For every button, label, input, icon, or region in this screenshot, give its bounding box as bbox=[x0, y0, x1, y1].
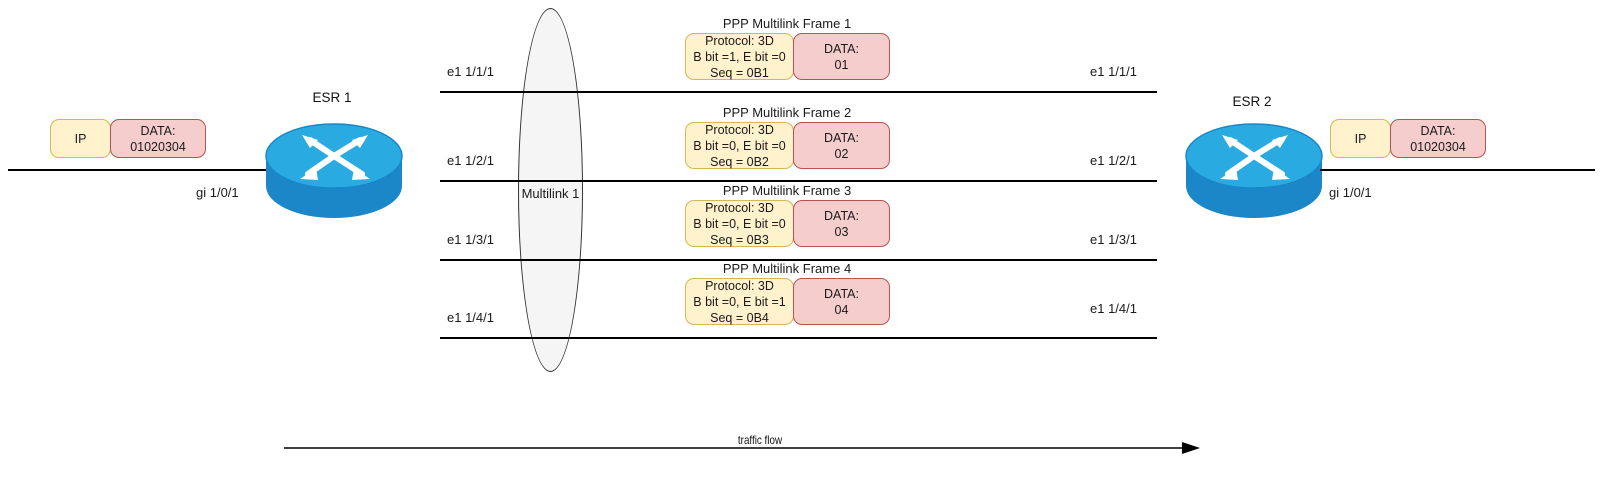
multilink-bundle-label: Multilink 1 bbox=[521, 186, 580, 201]
link-4-left-interface-label: e1 1/4/1 bbox=[447, 310, 494, 325]
link-2-left-interface-label: e1 1/2/1 bbox=[447, 153, 494, 168]
link-2-right-interface-label: e1 1/2/1 bbox=[1090, 153, 1137, 168]
left-node-interface-label: gi 1/0/1 bbox=[196, 185, 239, 200]
right-node-interface-label: gi 1/0/1 bbox=[1329, 185, 1372, 200]
link-3-right-interface-label: e1 1/3/1 bbox=[1090, 232, 1137, 247]
left-node-title: ESR 1 bbox=[312, 90, 352, 105]
link-4-right-interface-label: e1 1/4/1 bbox=[1090, 301, 1137, 316]
link-1-frame-title: PPP Multilink Frame 1 bbox=[722, 16, 852, 31]
link-1-frame-header: Protocol: 3D B bit =1, E bit =0 Seq = 0B… bbox=[685, 33, 794, 80]
right-packet-data: DATA: 01020304 bbox=[1390, 119, 1486, 158]
link-2-frame-data: DATA: 02 bbox=[793, 122, 890, 169]
link-3-frame-data: DATA: 03 bbox=[793, 200, 890, 247]
link-4-frame-title: PPP Multilink Frame 4 bbox=[722, 261, 852, 276]
link-1-frame-data: DATA: 01 bbox=[793, 33, 890, 80]
left-packet-data: DATA: 01020304 bbox=[110, 119, 206, 158]
traffic-flow-label: traffic flow bbox=[737, 433, 783, 447]
traffic-flow-arrow bbox=[284, 440, 1200, 461]
multilink-bundle-ellipse bbox=[518, 8, 583, 372]
link-1-right-interface-label: e1 1/1/1 bbox=[1090, 64, 1137, 79]
link-3-left-interface-label: e1 1/3/1 bbox=[447, 232, 494, 247]
link-1-left-interface-label: e1 1/1/1 bbox=[447, 64, 494, 79]
router-icon-esr1 bbox=[264, 118, 404, 223]
link-3-frame-header: Protocol: 3D B bit =0, E bit =0 Seq = 0B… bbox=[685, 200, 794, 247]
right-node-title: ESR 2 bbox=[1232, 94, 1272, 109]
link-line-1 bbox=[440, 91, 1157, 93]
link-2-frame-title: PPP Multilink Frame 2 bbox=[722, 105, 852, 120]
link-line-3 bbox=[440, 259, 1157, 261]
link-4-frame-data: DATA: 04 bbox=[793, 278, 890, 325]
link-4-frame-header: Protocol: 3D B bit =0, E bit =1 Seq = 0B… bbox=[685, 278, 794, 325]
left-access-link-line bbox=[8, 169, 273, 171]
link-line-4 bbox=[440, 337, 1157, 339]
right-packet-ip-header: IP bbox=[1330, 119, 1391, 158]
left-packet-ip-header: IP bbox=[50, 119, 111, 158]
link-line-2 bbox=[440, 180, 1157, 182]
right-access-link-line bbox=[1320, 169, 1595, 171]
link-2-frame-header: Protocol: 3D B bit =0, E bit =0 Seq = 0B… bbox=[685, 122, 794, 169]
router-icon-esr2 bbox=[1184, 118, 1324, 223]
link-3-frame-title: PPP Multilink Frame 3 bbox=[722, 183, 852, 198]
